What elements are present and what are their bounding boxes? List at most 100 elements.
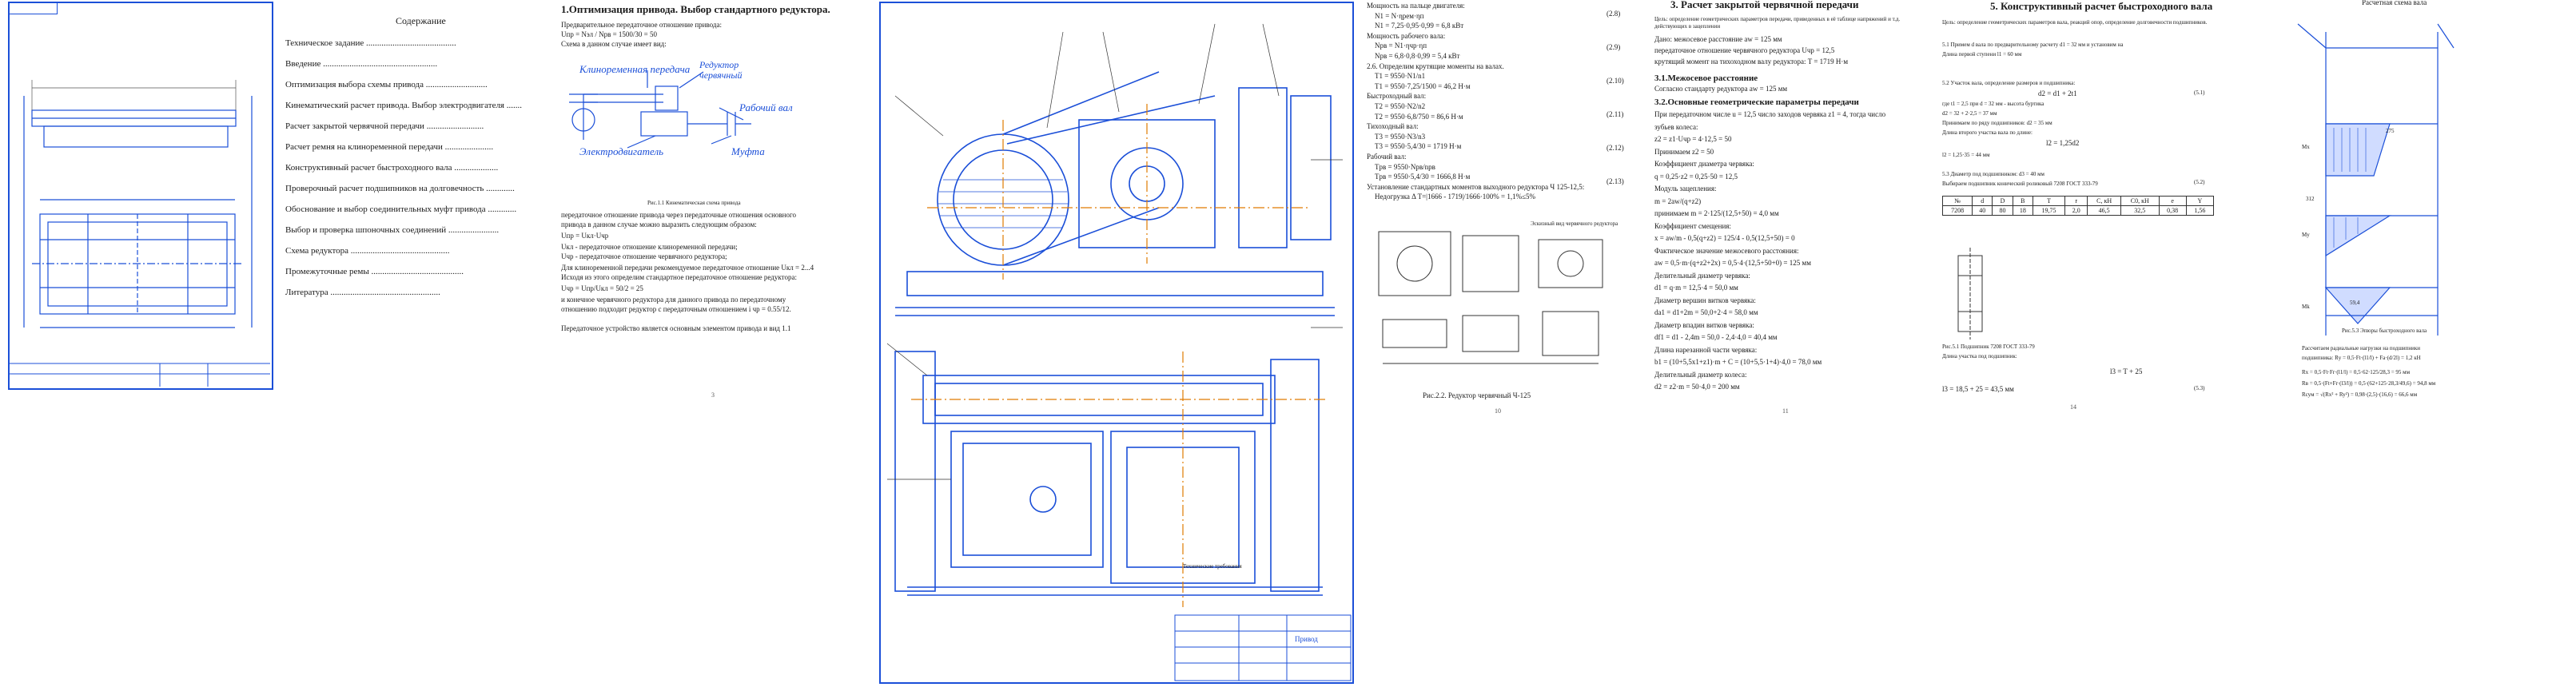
s5-l10: Выбираем подшипник конический роликовый … bbox=[1942, 181, 2098, 187]
section1-intro: Предварительное передаточное отношение п… bbox=[561, 21, 722, 29]
table-cell: 18 bbox=[2012, 205, 2033, 216]
drawing-annotation: Технические требования bbox=[1183, 563, 1242, 570]
table-cell: 19,75 bbox=[2032, 205, 2066, 216]
section2-line: N1 = 7,25·0,95·0,99 = 6,8 кВт bbox=[1375, 22, 1464, 30]
s3-s1l1: Согласно стандарту редуктора aw = 125 мм bbox=[1654, 85, 1788, 93]
section3-line: z2 = z1·Uчр = 4·12,5 = 50 bbox=[1654, 135, 1732, 143]
section1-formula1: Uпр = Nэл / Nрв = 1500/30 = 50 bbox=[561, 30, 657, 38]
section3-line: Длина нарезанной части червяка: bbox=[1654, 345, 1758, 354]
stamp-corner bbox=[8, 2, 58, 14]
equation-number: (2.13) bbox=[1607, 177, 1624, 185]
label-Mx: Mx bbox=[2302, 144, 2310, 150]
toc-title: Содержание bbox=[396, 15, 446, 26]
drawing-stamp: Привод bbox=[1295, 635, 1318, 643]
s5-intro: Цель: определение геометрических парамет… bbox=[1942, 19, 2208, 26]
drawing-frame bbox=[879, 2, 1354, 684]
section3-line: Фактическое значение межосевого расстоян… bbox=[1654, 246, 1799, 255]
equation-number: (2.10) bbox=[1607, 77, 1624, 85]
toc-item: Кинематический расчет привода. Выбор эле… bbox=[285, 101, 522, 110]
section2-line: T2 = 9550·6,8/750 = 86,6 Н·м bbox=[1375, 112, 1463, 121]
drawing-frame bbox=[8, 2, 273, 390]
s5-l4: где t1 = 2,5 при d = 32 мм - высота бурт… bbox=[1942, 101, 2044, 107]
toc-item: Конструктивный расчет быстроходного вала… bbox=[285, 163, 499, 173]
toc-item: Расчет ремня на клиноременной передачи .… bbox=[285, 142, 494, 152]
toc-item: Расчет закрытой червячной передачи .....… bbox=[285, 121, 484, 131]
diagram-f2: Rв = 0,5·(Ft+Fr·(l3/l)) = 0,5·(62+125·28… bbox=[2302, 380, 2436, 387]
section1-heading: 1.Оптимизация привода. Выбор стандартног… bbox=[561, 3, 830, 15]
toc-item: Схема редуктора ........................… bbox=[285, 246, 450, 256]
s1-def1: Uкл - передаточное отношение клиноременн… bbox=[561, 243, 738, 251]
shaft-assembly-drawing bbox=[8, 80, 270, 387]
page-number: 10 bbox=[1495, 407, 1501, 415]
s5-l12: l3 = 18,5 + 25 = 43,5 мм bbox=[1942, 385, 2014, 393]
toc-item: Проверочный расчет подшипников на долгов… bbox=[285, 184, 515, 193]
section2-line: Tрв = 9550·Nрв/nрв bbox=[1375, 162, 1435, 171]
section3-line: Диаметр впадин витков червяка: bbox=[1654, 320, 1754, 329]
section3-line: aw = 0,5·m·(q+z2+2x) = 0,5·4·(12,5+50+0)… bbox=[1654, 259, 1811, 267]
section2-line: 2.6. Определим крутящие моменты на валах… bbox=[1367, 62, 1504, 70]
s1-para6: отношению подходит редуктор с передаточн… bbox=[561, 305, 791, 313]
table-cell: 2,0 bbox=[2064, 205, 2088, 216]
diagram-caption: Рис.5.3 Эпюры быстроходного вала bbox=[2342, 328, 2427, 334]
table-cell: 80 bbox=[1992, 205, 2013, 216]
section3-line: x = aw/m - 0,5(q+z2) = 125/4 - 0,5(12,5+… bbox=[1654, 234, 1795, 242]
section2-line: Мощность на пальце двигателя: bbox=[1367, 2, 1465, 10]
section3-line: da1 = d1+2m = 50,0+2·4 = 58,0 мм bbox=[1654, 308, 1758, 316]
s3-intro: Цель: определение геометрических парамет… bbox=[1654, 16, 1901, 30]
s5-l6: Принимаем по ряду подшипников: d2 = 35 м… bbox=[1942, 120, 2052, 126]
section2-line: T3 = 9550·N3/n3 bbox=[1375, 132, 1426, 141]
s1-para5: и конечное червячного редуктора для данн… bbox=[561, 296, 786, 304]
diagram-text2: подшипника: Rу = 0,5·Ft·(l1/l) + Fa·(d/2… bbox=[2302, 355, 2421, 361]
section2-line: N1 = N·ηрем·ηп bbox=[1375, 11, 1424, 20]
moment-diagrams bbox=[2297, 23, 2455, 336]
section2-line: T1 = 9550·7,25/1500 = 46,2 Н·м bbox=[1375, 81, 1471, 90]
reducer-views-drawing bbox=[1378, 231, 1603, 364]
section3-line: Делительный диаметр червяка: bbox=[1654, 271, 1750, 280]
equation-number: (5.2) bbox=[2194, 179, 2205, 185]
section2-line: Недогрузка Δ T=|1666 - 1719|/1666·100% =… bbox=[1375, 193, 1536, 201]
s5-l11: Длина участка под подшипник: bbox=[1942, 353, 2017, 359]
section2-line: Nрв = 6,8·0,8·0,99 = 5,4 кВт bbox=[1375, 52, 1460, 60]
section3-line: d2 = z2·m = 50·4,0 = 200 мм bbox=[1654, 383, 1740, 391]
s5-l2: Длина первой ступени l1 = 60 мм bbox=[1942, 51, 2022, 58]
section3-line: d1 = q·m = 12,5·4 = 50,0 мм bbox=[1654, 284, 1738, 292]
section3-line: При передаточном числе u = 12,5 число за… bbox=[1654, 110, 1886, 118]
equation-number: (2.9) bbox=[1607, 43, 1621, 51]
section2-line: Мощность рабочего вала: bbox=[1367, 31, 1446, 40]
bearing-drawing bbox=[1957, 248, 1983, 340]
s5-l7: Длина второго участка вала по длине: bbox=[1942, 129, 2033, 136]
s5-f3: l3 = T + 25 bbox=[2110, 367, 2143, 375]
toc-item: Выбор и проверка шпоночных соединений ..… bbox=[285, 225, 500, 235]
section3-line: Принимаем z2 = 50 bbox=[1654, 147, 1714, 156]
s5-l1: 5.1 Примем d вала по предварительному ра… bbox=[1942, 42, 2124, 48]
s1-para7: Передаточное устройство является основны… bbox=[561, 324, 791, 332]
s1-def2: Uчр - передаточное отношение червячного … bbox=[561, 252, 727, 260]
toc-item: Техническое задание ....................… bbox=[285, 38, 456, 48]
s1-para4: Исходя из этого определим стандартное пе… bbox=[561, 273, 797, 281]
drive-assembly-drawing bbox=[886, 23, 1352, 681]
fig-caption-1: Рис.1.1 Кинематическая схема привода bbox=[647, 200, 741, 206]
section2-line: T2 = 9550·N2/n2 bbox=[1375, 102, 1426, 110]
section3-line: b1 = (10+5,5x1+z1)·m + C = (10+5,5·1+4)·… bbox=[1654, 358, 1822, 366]
page-number: 14 bbox=[2070, 403, 2076, 411]
shaft-diagram-page: Расчетная схема вала Mx My Mk 275 312 59… bbox=[2222, 0, 2576, 447]
kinematic-scheme bbox=[569, 70, 751, 149]
table-cell: 1,56 bbox=[2185, 205, 2215, 216]
diagram-f3: Rсум = √(Rx² + Ry²) = 0,98·(2,5)·(16,6) … bbox=[2302, 391, 2418, 398]
label-Mk: Mk bbox=[2302, 304, 2310, 310]
table-cell: 0,38 bbox=[2158, 205, 2187, 216]
section2-line: T3 = 9550·5,4/30 = 1719 Н·м bbox=[1375, 142, 1462, 151]
diagram-text1: Рассчитаем радиальные нагрузки на подшип… bbox=[2302, 345, 2420, 351]
fig-caption-5: Рис.5.1 Подшипник 7208 ГОСТ 333-79 bbox=[1942, 344, 2035, 350]
drawing-sheet-left bbox=[0, 0, 276, 391]
toc-item: Литература .............................… bbox=[285, 288, 440, 297]
reducer-sub-caption: Эскизный вид червячного редуктора bbox=[1531, 220, 1618, 227]
section2-line: Быстроходный вал: bbox=[1367, 92, 1427, 101]
section3-line: m = 2aw/(q+z2) bbox=[1654, 197, 1702, 205]
section2-page: Мощность на пальце двигателя:N1 = N·ηрем… bbox=[1359, 0, 1638, 415]
s5-f2: l2 = 1,25d2 bbox=[2046, 139, 2080, 147]
label-reducer: Редуктор червячный bbox=[699, 59, 743, 81]
value-1: 275 bbox=[2386, 128, 2395, 134]
equation-number: (5.1) bbox=[2194, 89, 2205, 96]
toc-item: Введение ...............................… bbox=[285, 59, 438, 69]
